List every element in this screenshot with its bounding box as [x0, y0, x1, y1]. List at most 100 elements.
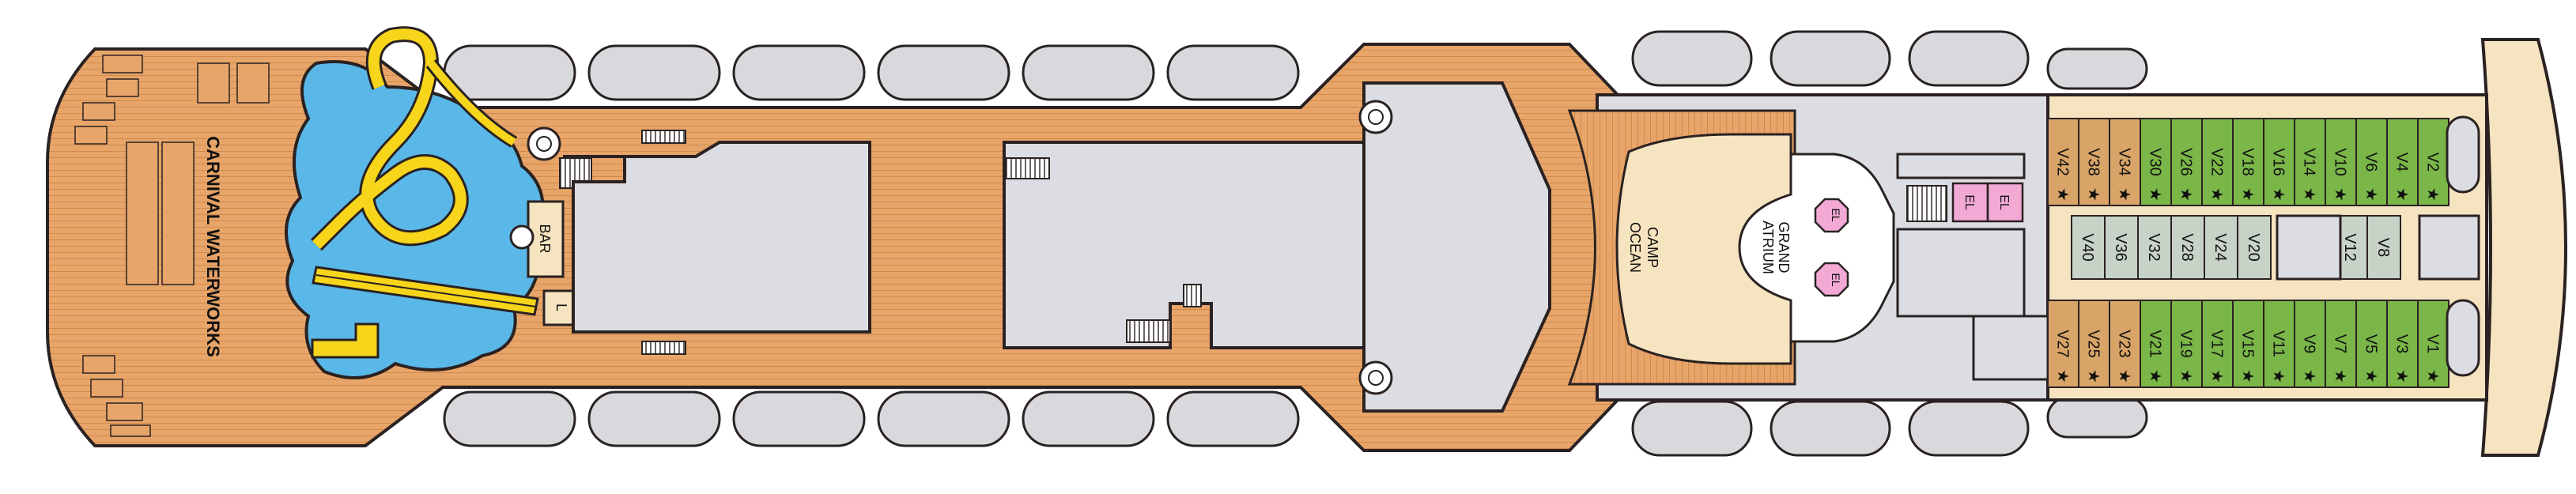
cabin-v6-label: V6: [2363, 153, 2380, 172]
elevator-forward-2-label: EL: [1997, 194, 2011, 210]
spiral-stair-top: [1358, 100, 1393, 134]
elevator-forward-1: [1951, 182, 1989, 223]
cabin-v5[interactable]: [2355, 300, 2388, 388]
cabin-v1-label: V1: [2424, 334, 2442, 353]
stairs-mid-step: [1183, 284, 1202, 307]
cabin-v4-star: ★: [2393, 187, 2411, 202]
camp-ocean: [1615, 133, 1792, 365]
cabin-v25[interactable]: [2078, 300, 2110, 388]
cabin-v40[interactable]: [2071, 215, 2106, 280]
stairs-aft-bottom: [641, 341, 686, 355]
forward-room-lower: [1972, 315, 2049, 381]
cabin-v17[interactable]: [2201, 300, 2234, 388]
camp-ocean-label-2: OCEAN: [1627, 222, 1643, 273]
camp-ocean-label-1: CAMP: [1645, 227, 1660, 268]
cabin-v8-label: V8: [2374, 238, 2392, 257]
cabin-v15-label: V15: [2239, 330, 2257, 358]
cabin-v23[interactable]: [2109, 300, 2141, 388]
cabin-v42-star: ★: [2054, 187, 2072, 202]
cabin-v20-label: V20: [2245, 233, 2262, 262]
cabin-v27[interactable]: [2047, 300, 2079, 388]
cabin-v34-label: V34: [2116, 148, 2133, 176]
cabin-block-end-bottom: [2446, 299, 2480, 377]
cabin-v5-label: V5: [2363, 334, 2380, 353]
cabin-v11[interactable]: [2263, 300, 2295, 388]
lifeboats-bottom: [443, 390, 2148, 457]
elevator-atrium-top-label: EL: [1830, 208, 1842, 221]
cabin-v2[interactable]: [2417, 118, 2449, 206]
cabin-v9[interactable]: [2294, 300, 2326, 388]
cabin-v16[interactable]: [2263, 118, 2295, 206]
cabin-v10-label: V10: [2332, 148, 2349, 176]
cabin-v34[interactable]: [2109, 118, 2141, 206]
cabin-v30[interactable]: [2140, 118, 2172, 206]
cabin-v5-star: ★: [2363, 369, 2380, 383]
cabin-v16-star: ★: [2270, 187, 2287, 202]
cabin-v26-label: V26: [2178, 148, 2195, 176]
cabin-v14-label: V14: [2301, 148, 2318, 176]
forward-room-top: [1896, 153, 2026, 179]
cabin-v38-star: ★: [2085, 187, 2102, 202]
cabin-v27-star: ★: [2054, 369, 2072, 383]
spiral-stair-bar: [509, 224, 534, 250]
cabin-middle-end: [2418, 214, 2480, 281]
elevator-atrium-bottom-label: EL: [1830, 273, 1842, 286]
cabin-v4[interactable]: [2386, 118, 2419, 206]
cabin-v14[interactable]: [2294, 118, 2326, 206]
forward-room-bottom: [1896, 228, 2026, 318]
cabin-v21-label: V21: [2147, 330, 2164, 358]
cabin-v22-label: V22: [2208, 148, 2226, 176]
cabin-v3-star: ★: [2393, 369, 2411, 383]
cabin-v17-star: ★: [2208, 369, 2226, 383]
cabin-v14-star: ★: [2301, 187, 2318, 202]
cabin-v15-star: ★: [2239, 369, 2257, 383]
cabin-v32[interactable]: [2137, 215, 2172, 280]
interior-room-aft: [563, 141, 871, 334]
cabin-v7-label: V7: [2332, 334, 2349, 353]
cabin-v24-label: V24: [2212, 233, 2229, 262]
cabin-v22-star: ★: [2208, 187, 2226, 202]
cabin-v25-star: ★: [2085, 369, 2102, 383]
l-label: L: [553, 304, 569, 311]
stairs-forward: [1906, 185, 1947, 222]
bar-label: BAR: [537, 224, 553, 253]
cabins-bottom-row: V27★V25★V23★V21★V19★V17★V15★V11★V9★V7★V5…: [2047, 300, 2449, 388]
cabin-v12-label: V12: [2341, 233, 2359, 262]
waterworks-area: CARNIVAL WATERWORKS: [74, 26, 545, 437]
cabin-v30-label: V30: [2147, 148, 2164, 176]
waterworks-label: CARNIVAL WATERWORKS: [203, 136, 223, 356]
stairs-mid: [1005, 157, 1050, 179]
cabin-v19-label: V19: [2178, 330, 2195, 358]
elevator-forward-1-label: EL: [1962, 194, 1976, 210]
interior-funnel: [1362, 81, 1551, 413]
cabin-v26[interactable]: [2170, 118, 2203, 206]
cabin-v23-label: V23: [2116, 330, 2133, 358]
cabin-v21[interactable]: [2140, 300, 2172, 388]
grand-atrium: [1738, 153, 1895, 343]
cabin-v7[interactable]: [2325, 300, 2357, 388]
cabin-v16-label: V16: [2270, 148, 2287, 176]
cabin-v25-label: V25: [2085, 330, 2102, 358]
cabin-v24[interactable]: [2204, 215, 2238, 280]
cabin-v17-label: V17: [2208, 330, 2226, 358]
atrium-label-2: ATRIUM: [1760, 221, 1776, 274]
cabin-v2-label: V2: [2424, 153, 2442, 172]
elevator-atrium-bottom: [1814, 262, 1849, 297]
cabin-middle-service: [2276, 214, 2342, 281]
cabin-v30-star: ★: [2147, 187, 2164, 202]
spiral-stair-aft: [527, 126, 561, 161]
cabin-v40-label: V40: [2079, 233, 2096, 262]
water-slide-small: [311, 322, 380, 359]
cabin-v6[interactable]: [2355, 118, 2388, 206]
cabin-v42[interactable]: [2047, 118, 2079, 206]
cabin-v8[interactable]: [2366, 215, 2401, 280]
cabin-v28[interactable]: [2170, 215, 2205, 280]
cabin-v10[interactable]: [2325, 118, 2357, 206]
cabin-v20[interactable]: [2237, 215, 2272, 280]
cabin-v27-label: V27: [2054, 330, 2072, 358]
cabin-v19-star: ★: [2178, 369, 2195, 383]
cabin-v2-star: ★: [2424, 187, 2442, 202]
cabin-v38-label: V38: [2085, 148, 2102, 176]
cabin-v6-star: ★: [2363, 187, 2380, 202]
